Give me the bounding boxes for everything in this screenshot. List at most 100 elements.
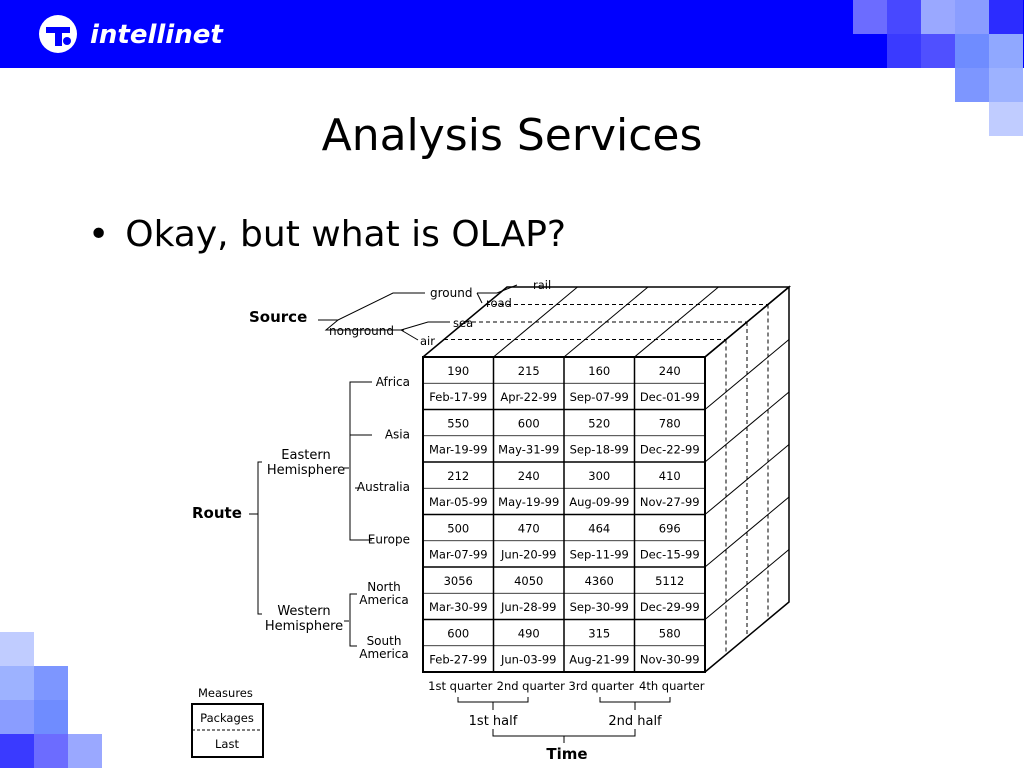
cell-last-date: May-31-99 — [498, 443, 559, 457]
eastern-bracket — [349, 381, 372, 541]
cell-last-date: Dec-22-99 — [640, 443, 700, 457]
cell-last-date: Jun-20-99 — [500, 548, 557, 562]
cell-last-date: Feb-17-99 — [429, 390, 487, 404]
decor-square — [68, 734, 102, 768]
cell-last-date: Jun-03-99 — [500, 653, 557, 667]
cell-last-date: Jun-28-99 — [500, 600, 557, 614]
cell-packages-value: 240 — [659, 364, 681, 378]
time-quarter-label: 3rd quarter — [569, 679, 635, 693]
western-hemisphere-label: Western — [277, 604, 330, 619]
decor-square — [0, 666, 34, 700]
cell-packages-value: 470 — [518, 522, 540, 536]
cell-last-date: Dec-15-99 — [640, 548, 700, 562]
cell-last-date: Mar-05-99 — [429, 495, 488, 509]
cell-packages-value: 212 — [447, 469, 469, 483]
route-region-label: South — [367, 634, 402, 648]
cell-packages-value: 410 — [659, 469, 681, 483]
measure-last-label: Last — [215, 737, 239, 751]
decor-square — [853, 0, 887, 34]
source-road-label: road — [486, 296, 512, 310]
route-bracket — [257, 461, 262, 615]
route-label: Route — [192, 504, 242, 522]
cell-packages-value: 780 — [659, 417, 681, 431]
bullet-text: Okay, but what is OLAP? — [125, 214, 567, 255]
cell-last-date: May-19-99 — [498, 495, 559, 509]
source-nonground-label: nonground — [329, 324, 394, 338]
source-rail-branch — [477, 284, 518, 294]
source-nonground-branch — [318, 319, 404, 331]
time-quarter-label: 2nd quarter — [497, 679, 566, 693]
source-rail-label: rail — [533, 278, 551, 292]
cell-last-date: Mar-30-99 — [429, 600, 488, 614]
source-air-label: air — [420, 334, 435, 348]
time-half-bracket — [457, 697, 529, 703]
cell-packages-value: 5112 — [655, 574, 684, 588]
route-region-label: America — [359, 593, 409, 607]
cell-packages-value: 490 — [518, 627, 540, 641]
cell-packages-value: 4360 — [585, 574, 614, 588]
slide-title: Analysis Services — [321, 110, 703, 161]
time-label: Time — [546, 745, 587, 763]
source-air-branch — [400, 329, 419, 341]
decor-square — [0, 700, 34, 734]
route-region-label: Asia — [385, 428, 410, 442]
time-half-bracket — [599, 697, 671, 703]
cell-packages-value: 300 — [588, 469, 610, 483]
cell-packages-value: 315 — [588, 627, 610, 641]
cell-packages-value: 550 — [447, 417, 469, 431]
decor-square — [887, 34, 921, 68]
decor-square — [34, 734, 68, 768]
cell-last-date: Nov-30-99 — [640, 653, 700, 667]
decor-square — [34, 700, 68, 734]
decor-square — [989, 102, 1023, 136]
decor-square — [0, 632, 34, 666]
cell-last-date: Sep-07-99 — [570, 390, 629, 404]
cell-packages-value: 160 — [588, 364, 610, 378]
western-hemisphere-label: Hemisphere — [265, 619, 343, 634]
decor-square — [989, 34, 1023, 68]
decor-square — [989, 0, 1023, 34]
decor-square — [34, 666, 68, 700]
decor-square — [887, 0, 921, 34]
cell-packages-value: 240 — [518, 469, 540, 483]
source-sea-label: sea — [453, 316, 473, 330]
cell-last-date: Mar-19-99 — [429, 443, 488, 457]
cell-packages-value: 215 — [518, 364, 540, 378]
source-sea-branch — [400, 321, 450, 331]
route-region-label: Australia — [357, 480, 410, 494]
decor-square — [955, 68, 989, 102]
measure-packages-label: Packages — [200, 711, 254, 725]
bullet-dot: • — [88, 214, 110, 255]
cell-packages-value: 500 — [447, 522, 469, 536]
cell-packages-value: 3056 — [444, 574, 473, 588]
cell-packages-value: 580 — [659, 627, 681, 641]
cell-last-date: Sep-30-99 — [570, 600, 629, 614]
cell-last-date: Mar-07-99 — [429, 548, 488, 562]
cell-packages-value: 696 — [659, 522, 681, 536]
source-ground-branch — [318, 292, 425, 321]
decor-square — [921, 0, 955, 34]
cell-packages-value: 190 — [447, 364, 469, 378]
decor-square — [921, 34, 955, 68]
source-road-branch — [476, 292, 483, 304]
source-label: Source — [249, 308, 307, 326]
cell-packages-value: 600 — [447, 627, 469, 641]
western-bracket — [349, 593, 357, 647]
cell-last-date: Sep-18-99 — [570, 443, 629, 457]
cell-packages-value: 600 — [518, 417, 540, 431]
cell-last-date: Dec-01-99 — [640, 390, 700, 404]
time-year-bracket — [492, 729, 636, 737]
time-quarter-label: 4th quarter — [639, 679, 705, 693]
eastern-hemisphere-label: Eastern — [281, 448, 330, 463]
cell-packages-value: 464 — [588, 522, 610, 536]
route-region-label: America — [359, 647, 409, 661]
cell-last-date: Feb-27-99 — [429, 653, 487, 667]
intellinet-logo: intellinet — [39, 15, 224, 53]
cell-last-date: Aug-21-99 — [569, 653, 629, 667]
time-quarter-label: 1st quarter — [428, 679, 492, 693]
decor-square — [955, 0, 989, 34]
cell-packages-value: 520 — [588, 417, 610, 431]
cell-last-date: Aug-09-99 — [569, 495, 629, 509]
route-region-label: Europe — [368, 533, 410, 547]
